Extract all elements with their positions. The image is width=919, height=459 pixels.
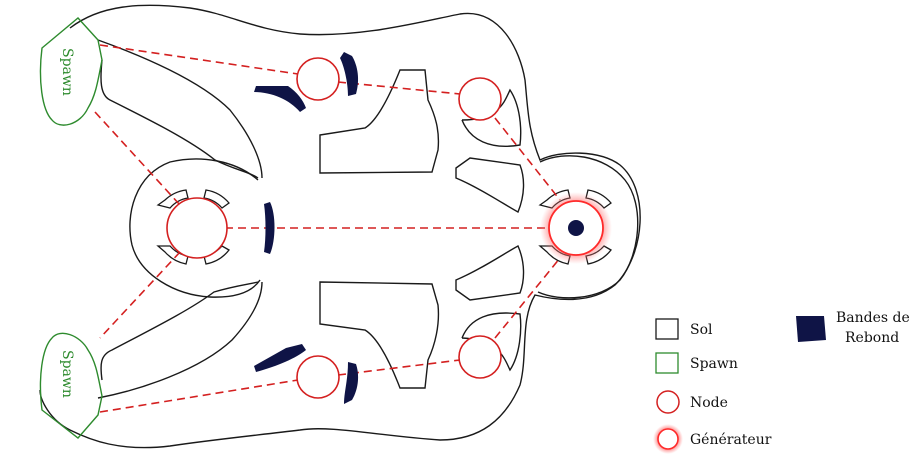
legend-bounce-band-swatch xyxy=(796,316,826,342)
left-lower-arm-inner-wall xyxy=(100,281,259,381)
bounce-band-top-right xyxy=(340,52,359,96)
node-bottom-right xyxy=(458,335,502,379)
link-node-bottom-left-to-node-bottom-right xyxy=(337,359,461,376)
left-upper-arm-inner-wall xyxy=(100,59,259,179)
right-platform-wall xyxy=(537,155,639,299)
right-upper-piece xyxy=(455,157,525,213)
legend-generator-swatch xyxy=(657,428,679,450)
bounce-band-bottom-left xyxy=(254,344,306,372)
link-node-left-to-spawn-bottom xyxy=(99,251,181,339)
legend-bounce-band-label-line1: Bandes de xyxy=(836,310,910,326)
node-links xyxy=(94,44,561,413)
node-bottom-left xyxy=(296,355,340,399)
link-node-top-left-to-node-top-right xyxy=(337,81,461,95)
center-lower-block xyxy=(319,281,440,389)
link-node-bottom-right-to-generator xyxy=(494,257,561,339)
center-upper-block xyxy=(319,69,440,174)
bounce-band-middle xyxy=(264,202,275,254)
spawn-label-top: Spawn xyxy=(59,48,75,96)
spawn-label-bottom: Spawn xyxy=(59,350,75,398)
legend-bounce-band-label-line2: Rebond xyxy=(845,330,899,346)
spawn-top-left: Spawn xyxy=(39,17,103,126)
link-node-top-right-to-generator xyxy=(494,117,561,201)
nodes xyxy=(166,57,502,399)
node-left xyxy=(166,197,228,259)
node-top-right xyxy=(458,77,502,121)
left-lower-arm-wall xyxy=(97,281,263,399)
legend-node-label: Node xyxy=(690,395,728,411)
legend-sol-label: Sol xyxy=(690,322,713,338)
left-upper-arm-wall xyxy=(97,39,263,179)
legend-spawn-swatch xyxy=(655,352,679,374)
bounce-band-top-left xyxy=(254,86,306,112)
legend-generator-label: Générateur xyxy=(690,432,772,448)
left-platform-wall xyxy=(129,158,261,298)
generator-core xyxy=(568,220,584,236)
link-spawn-top-to-node-top-left xyxy=(99,44,299,75)
bounce-bands xyxy=(254,52,359,404)
node-top-left xyxy=(296,57,340,101)
spawn-bottom-left: Spawn xyxy=(39,332,103,439)
right-lower-piece xyxy=(455,245,525,301)
legend-sol-swatch xyxy=(655,318,679,340)
generator xyxy=(540,192,612,264)
link-spawn-bottom-to-node-bottom-left xyxy=(99,379,299,413)
legend-spawn-label: Spawn xyxy=(690,356,738,372)
bounce-band-bottom-right xyxy=(344,362,359,404)
legend: Sol Spawn Node Générateur Bandes de Rebo… xyxy=(653,310,910,454)
link-spawn-top-to-node-left xyxy=(94,111,181,206)
legend-node-swatch xyxy=(656,390,680,414)
